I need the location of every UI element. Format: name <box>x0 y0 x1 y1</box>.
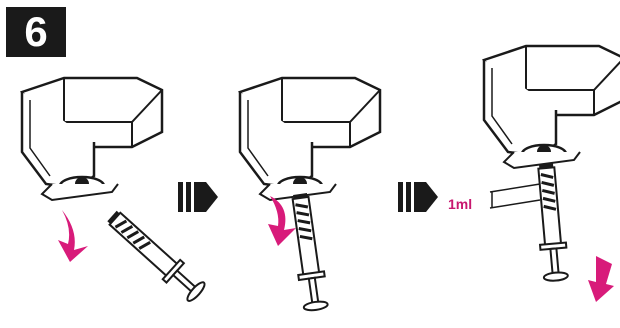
syringe <box>101 204 210 306</box>
twist-arrow-icon <box>268 196 296 246</box>
dose-label: 1ml <box>448 196 473 212</box>
syringe <box>531 161 571 284</box>
dose-measure-lines <box>489 183 541 209</box>
step-number-badge: 6 <box>6 7 66 57</box>
twist-arrow-icon <box>58 210 88 262</box>
bottle-adapter <box>482 44 620 170</box>
bottle-adapter <box>20 76 164 202</box>
right-arrow-icon <box>178 182 218 212</box>
syringe <box>285 190 331 314</box>
right-arrow-icon <box>398 182 438 212</box>
panel-withdraw-dose <box>482 44 620 302</box>
bottle-adapter <box>238 76 382 202</box>
panel-turn-device <box>238 76 382 314</box>
pull-down-arrow-icon <box>588 256 614 302</box>
panel-insert-syringe <box>20 76 210 306</box>
